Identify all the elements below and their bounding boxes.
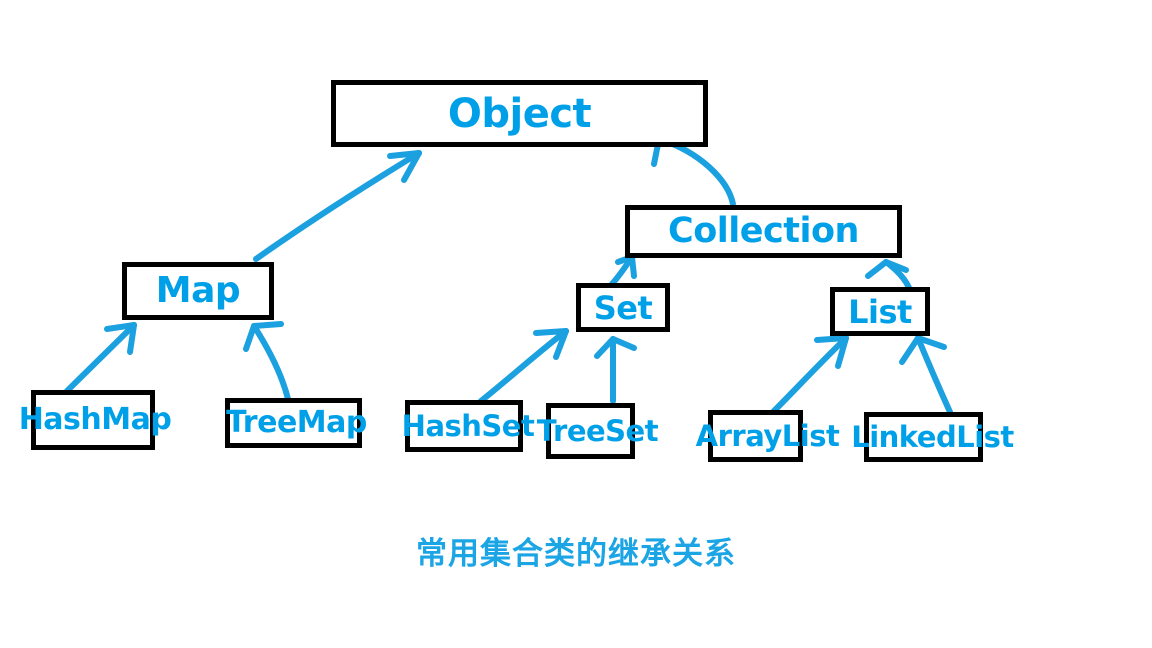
node-treemap-label: TreeMap bbox=[226, 405, 367, 440]
diagram-caption: 常用集合类的继承关系 bbox=[416, 536, 736, 572]
node-arraylist[interactable]: ArrayList bbox=[696, 410, 840, 462]
node-linkedlist-label: LinkedList bbox=[851, 419, 1014, 454]
edge-set-to-collection bbox=[609, 254, 637, 287]
node-treeset[interactable]: TreeSet bbox=[537, 403, 659, 459]
edge-list-to-collection bbox=[865, 259, 913, 293]
node-list-label: List bbox=[848, 292, 912, 331]
node-treemap[interactable]: TreeMap bbox=[225, 398, 367, 448]
edge-collection-to-object bbox=[651, 136, 736, 207]
node-object[interactable]: Object bbox=[331, 80, 708, 147]
edge-arraylist-to-list bbox=[770, 335, 849, 415]
node-object-label: Object bbox=[447, 90, 592, 137]
edge-hashmap-to-map bbox=[64, 322, 137, 394]
edge-treemap-to-map bbox=[243, 321, 291, 402]
node-list[interactable]: List bbox=[830, 287, 930, 336]
node-set-label: Set bbox=[593, 288, 653, 327]
edge-linkedlist-to-list bbox=[899, 335, 953, 415]
node-collection[interactable]: Collection bbox=[625, 205, 902, 258]
edge-map-to-object bbox=[253, 150, 422, 262]
node-map-label: Map bbox=[155, 270, 241, 311]
node-map[interactable]: Map bbox=[122, 262, 274, 320]
node-hashset[interactable]: HashSet bbox=[402, 400, 535, 452]
node-hashset-label: HashSet bbox=[401, 408, 535, 443]
node-collection-label: Collection bbox=[668, 211, 859, 251]
edge-treeset-to-set bbox=[594, 336, 637, 404]
edge-hashset-to-set bbox=[478, 328, 569, 404]
node-arraylist-label: ArrayList bbox=[695, 418, 840, 453]
node-hashmap[interactable]: HashMap bbox=[19, 390, 172, 450]
node-set[interactable]: Set bbox=[576, 283, 670, 332]
node-treeset-label: TreeSet bbox=[536, 413, 659, 448]
node-hashmap-label: HashMap bbox=[18, 402, 172, 437]
node-linkedlist[interactable]: LinkedList bbox=[851, 412, 1014, 462]
